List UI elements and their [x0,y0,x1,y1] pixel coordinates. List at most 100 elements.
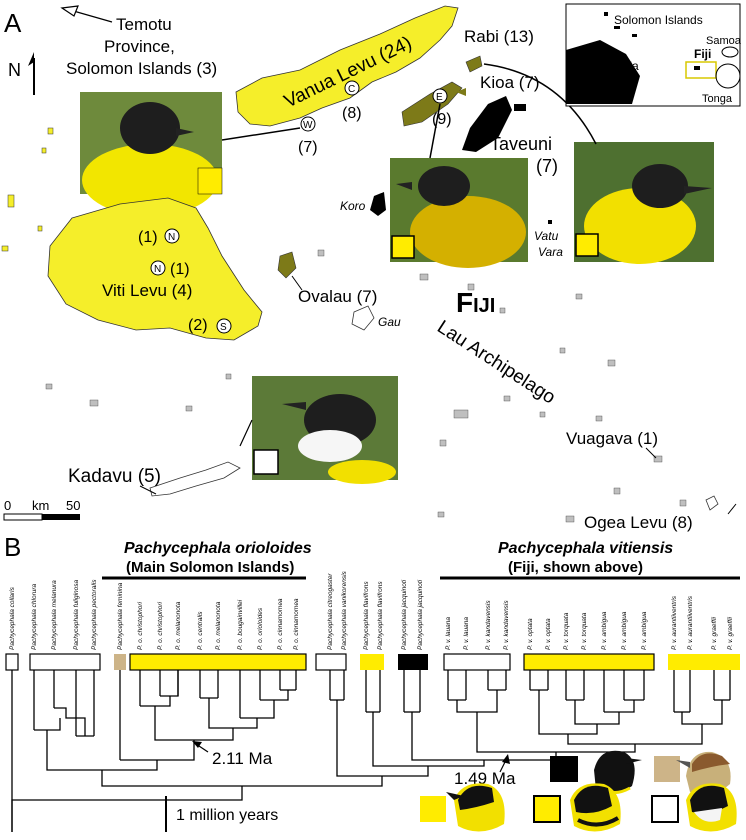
marker-c-count: (8) [342,105,362,122]
pointer-line-1 [221,127,301,141]
taxon-label: Pachycephala flavifrons [363,581,370,650]
legend-swatch-yellow [420,796,446,822]
ovalau-label: Ovalau (7) [298,287,377,306]
scale-unit: km [32,498,49,513]
pointer-line-2 [429,103,441,159]
svg-text:C: C [348,84,355,95]
taveuni-island [462,96,512,152]
taxon-label: P. v. ambigua [621,611,628,650]
marker-n1: N [164,228,180,244]
taxon-label: Pachycephala chlorura [31,583,38,650]
taxon-label: P. v. ambigua [641,611,648,650]
north-label: N [8,60,21,80]
fiji-title: FIJI [456,287,495,318]
inset-solomon: Solomon Islands [614,13,703,27]
koro-island [370,192,386,216]
scale-zero: 0 [4,498,11,513]
block-vitiensis-yellow-2 [668,654,740,670]
white-throated-bird-icon [686,783,737,832]
taxon-label: Pachycephala jacquinoti [417,579,424,650]
ovalau-leader [291,275,303,291]
temotu-label-1: Temotu [116,15,172,34]
marker-n2: N [150,260,166,276]
bird-photo-taveuni [574,142,714,264]
taxon-label: P. o. christophori [137,602,144,650]
inset-australia: Australia [592,59,639,73]
taxon-label: Pachycephala collaris [9,586,16,650]
taxon-label: P. v. aurantiiventris [671,595,678,650]
taxon-label: P. v. graeffii [711,616,718,650]
taxon-label: P. o. cinnamomea [277,598,284,650]
taxon-label: P. v. ambigua [601,611,608,650]
panel-a-label: A [4,8,22,38]
vuagava-label: Vuagava (1) [566,429,658,448]
taxon-label: P. v. kandavensis [503,600,510,650]
western-islets [1,127,54,252]
taxon-label: Pachycephala feminina [117,582,124,650]
taxon-label: P. v. optata [545,618,552,650]
inset-map [565,3,741,107]
inset-fiji: Fiji [694,47,711,61]
temotu-label-2: Province, [104,37,175,56]
marker-e: E [432,88,448,104]
taxon-label: Pachycephala vanikorensis [341,570,348,650]
legend-swatch-tan [654,756,680,782]
legend-swatch-yellow-band [533,795,561,823]
taxon-label: P. o. bougainvillei [237,599,244,650]
gau-label: Gau [378,315,401,329]
panel-b-label: B [4,532,21,562]
block-orioloides [129,653,307,671]
taxon-label: Pachycephala jacquinoti [401,579,408,650]
pointer-line-4 [239,419,253,447]
svg-text:N: N [168,232,175,243]
temotu-label-3: Solomon Islands (3) [66,59,217,78]
taxon-label: P. v. torquata [581,612,588,650]
ogea-leader [727,503,737,515]
kadavu-leader [139,485,157,495]
orioloides-title: Pachycephala orioloides [124,540,312,557]
time-scale-label: 1 million years [176,807,278,824]
pointer-line-3 [483,63,597,145]
node-arrow-2-11 [192,741,209,753]
block-jacquinoti [398,654,428,670]
taxon-label: P. o. melanonota [175,601,182,650]
rabi-island [465,55,483,73]
rabi-label: Rabi (13) [464,27,534,46]
taxon-label: P. v. graeffii [727,616,734,650]
taxon-label: P. v. aurantiiventris [687,595,694,650]
svg-text:E: E [436,92,443,103]
banded-bird-icon [570,783,621,832]
node-arrow-1-49 [499,754,510,773]
kioa-label: Kioa (7) [480,73,540,92]
node-label-1-49: 1.49 Ma [454,769,516,788]
vuagava-leader [645,447,657,459]
plumage-legend [420,750,737,832]
koro-label: Koro [340,199,366,213]
north-arrow-icon [28,52,35,95]
legend-swatch-black [550,756,578,782]
taxon-label: P. v. lauana [463,617,470,650]
ogea-island [705,495,719,511]
marker-w: W [300,116,316,132]
block-vitiensis-white [443,653,511,671]
marker-s: S [216,318,232,334]
inset-tonga: Tonga [702,93,733,105]
vatu-label: Vatu [534,229,559,243]
taxon-label: Pachycephala pectoralis [91,579,98,650]
scale-fifty: 50 [66,498,80,513]
marker-n2-count: (1) [170,261,190,278]
kadavu-label: Kadavu (5) [68,466,161,487]
taxon-label: P. v. lauana [445,617,452,650]
taxon-label: P. v. kandavensis [485,600,492,650]
viti-levu-label: Viti Levu (4) [102,281,192,300]
phylogeny-tree [11,670,731,832]
taxon-label: Pachycephala flavifrons [377,581,384,650]
svg-text:N: N [154,264,161,275]
taxon-label: P. o. melanonota [215,601,222,650]
marker-w-count: (7) [298,139,318,156]
marker-n1-count: (1) [138,229,158,246]
taxon-label: Pachycephala citreogaster [327,573,334,650]
taxon-label: P. v. torquata [563,612,570,650]
lau-archipelago-label: Lau Archipelago [433,317,559,409]
